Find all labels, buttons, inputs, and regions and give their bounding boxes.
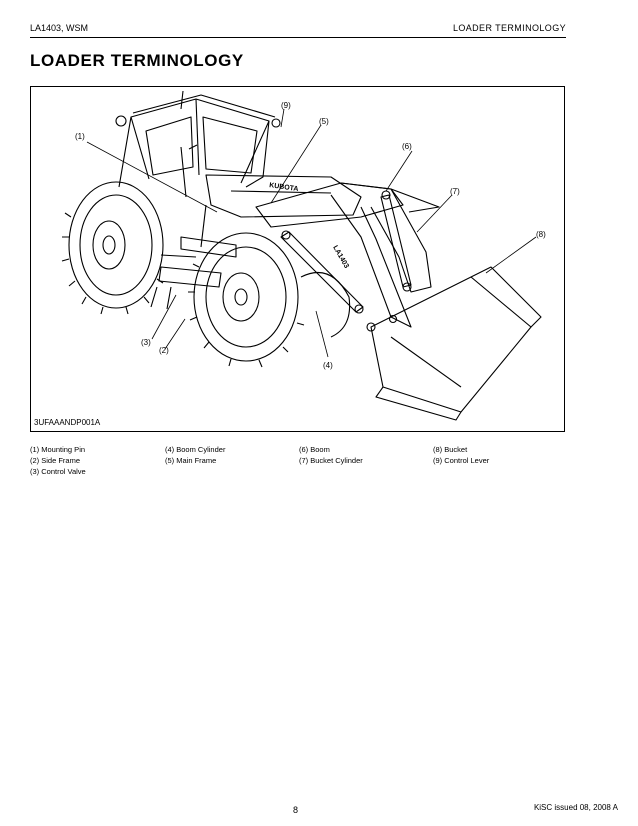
loader-figure: KUBOTA LA1403 (1) (2) (3) (4) (5) (6) (7… [30, 86, 565, 432]
loader-lettering: LA1403 [331, 245, 350, 270]
boom-drawing [255, 182, 440, 328]
legend-column-3: (6) Boom (7) Bucket Cylinder [299, 444, 363, 466]
header-section: LOADER TERMINOLOGY [452, 23, 566, 33]
callout-5: (5) [319, 117, 329, 126]
figure-code: 3UFAAANDP001A [34, 418, 101, 427]
legend-item: (7) Bucket Cylinder [299, 456, 363, 465]
callout-leaders [86, 108, 537, 358]
callout-9: (9) [281, 101, 291, 110]
callout-7: (7) [450, 187, 460, 196]
header-model: LA1403, WSM [30, 23, 89, 33]
legend-item: (9) Control Lever [433, 456, 490, 465]
callout-6: (6) [402, 142, 412, 151]
legend-item: (5) Main Frame [165, 456, 217, 465]
front-wheel-drawing [188, 232, 305, 368]
bucket-drawing [366, 266, 542, 421]
legend-column-4: (8) Bucket (9) Control Lever [433, 444, 489, 466]
page-title: LOADER TERMINOLOGY [30, 51, 244, 70]
callout-8: (8) [536, 230, 546, 239]
callout-3: (3) [141, 338, 151, 347]
callout-4: (4) [323, 361, 333, 370]
rear-wheel-drawing [61, 181, 164, 315]
far-wheel-drawing [300, 272, 351, 338]
bucket-cylinder-drawing [380, 190, 412, 292]
brand-lettering: KUBOTA [269, 182, 299, 193]
callout-2: (2) [159, 346, 169, 355]
legend-item: (2) Side Frame [30, 456, 81, 465]
side-frame-drawing [150, 236, 237, 310]
header-divider [30, 37, 566, 38]
tractor-loader-illustration: KUBOTA LA1403 (1) (2) (3) (4) (5) (6) (7… [61, 90, 546, 421]
legend-column-1: (1) Mounting Pin (2) Side Frame (3) Cont… [30, 444, 86, 477]
legend-item: (1) Mounting Pin [30, 445, 86, 454]
cab-drawing [115, 90, 281, 198]
page-number: 8 [293, 805, 299, 815]
legend-item: (3) Control Valve [30, 467, 86, 476]
legend-column-2: (4) Boom Cylinder (5) Main Frame [165, 444, 225, 466]
legend-item: (8) Bucket [433, 445, 468, 454]
boom-cylinder-drawing [280, 230, 364, 314]
callout-1: (1) [75, 132, 85, 141]
legend-item: (6) Boom [299, 445, 330, 454]
legend-item: (4) Boom Cylinder [165, 445, 226, 454]
issue-note: KiSC issued 08, 2008 A [533, 803, 618, 812]
